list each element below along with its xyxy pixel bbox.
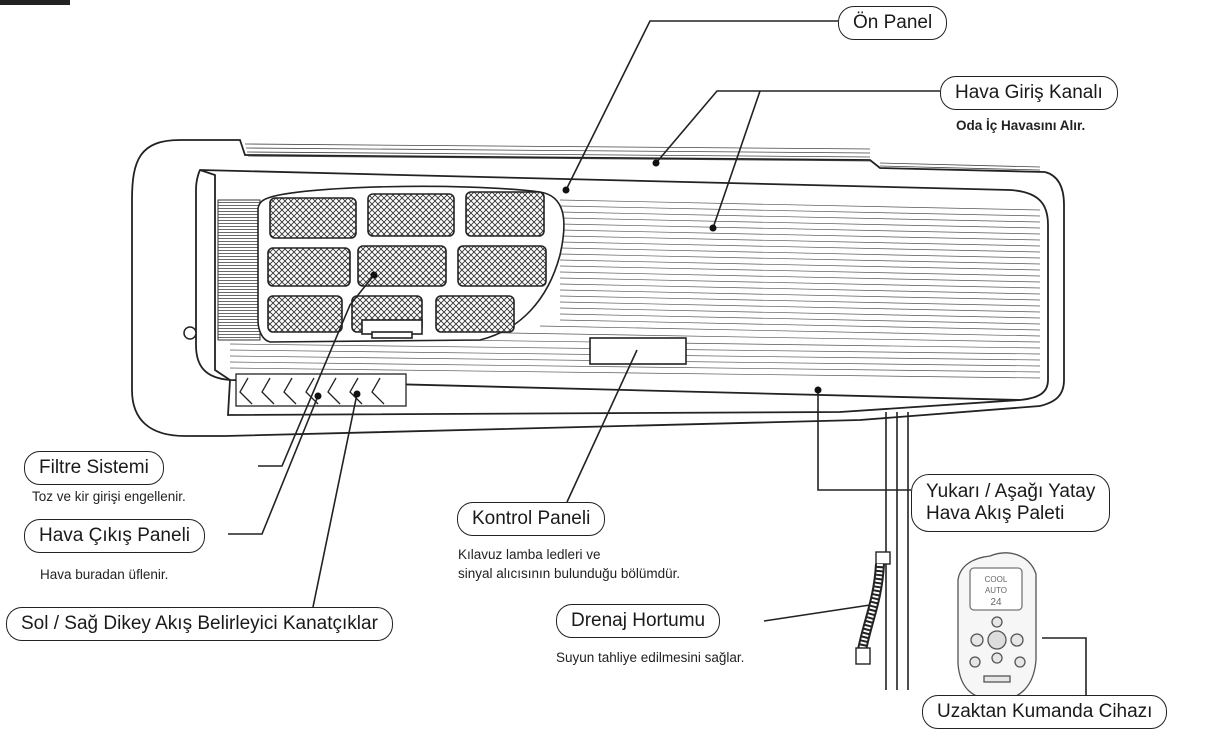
- note-hava-cikis: Hava buradan üflenir.: [40, 566, 168, 584]
- filter-frame: [258, 186, 564, 342]
- remote-display-line3: 24: [990, 597, 1002, 608]
- remote-display-line1: COOL: [985, 575, 1008, 584]
- drain-hose: [856, 552, 890, 664]
- bottom-edge: [225, 406, 1040, 436]
- piping: [886, 412, 908, 690]
- label-palet-line2: Hava Akış Paleti: [926, 503, 1095, 525]
- label-palet-line1: Yukarı / Aşağı Yatay: [926, 481, 1095, 503]
- note-hava-giris: Oda İç Havasını Alır.: [956, 117, 1085, 135]
- label-filtre-sistemi: Filtre Sistemi: [24, 451, 164, 485]
- label-dikey-kanatciklar: Sol / Sağ Dikey Akış Belirleyici Kanatçı…: [6, 607, 393, 641]
- label-uzaktan-kumanda: Uzaktan Kumanda Cihazı: [922, 695, 1167, 729]
- control-panel-window: [590, 338, 686, 364]
- label-kontrol-paneli: Kontrol Paneli: [457, 502, 605, 536]
- left-vents: [218, 200, 260, 340]
- label-drenaj-hortumu: Drenaj Hortumu: [556, 604, 720, 638]
- label-hava-giris-kanali: Hava Giriş Kanalı: [940, 76, 1118, 110]
- label-on-panel: Ön Panel: [838, 6, 947, 40]
- note-drenaj: Suyun tahliye edilmesini sağlar.: [556, 649, 744, 667]
- vertical-louvers: [236, 374, 406, 406]
- mount-hole: [184, 327, 196, 339]
- label-yatay-hava-akis-paleti: Yukarı / Aşağı Yatay Hava Akış Paleti: [911, 474, 1110, 532]
- note-kontrol-1: Kılavuz lamba ledleri ve: [458, 546, 601, 564]
- top-grille-lines: [245, 144, 1040, 170]
- remote-display-line2: AUTO: [985, 586, 1007, 595]
- note-filtre: Toz ve kir girişi engellenir.: [32, 488, 186, 506]
- label-hava-cikis-paneli: Hava Çıkış Paneli: [24, 519, 205, 553]
- corner-tab: [0, 0, 70, 5]
- note-kontrol-2: sinyal alıcısının bulunduğu bölümdür.: [458, 565, 680, 583]
